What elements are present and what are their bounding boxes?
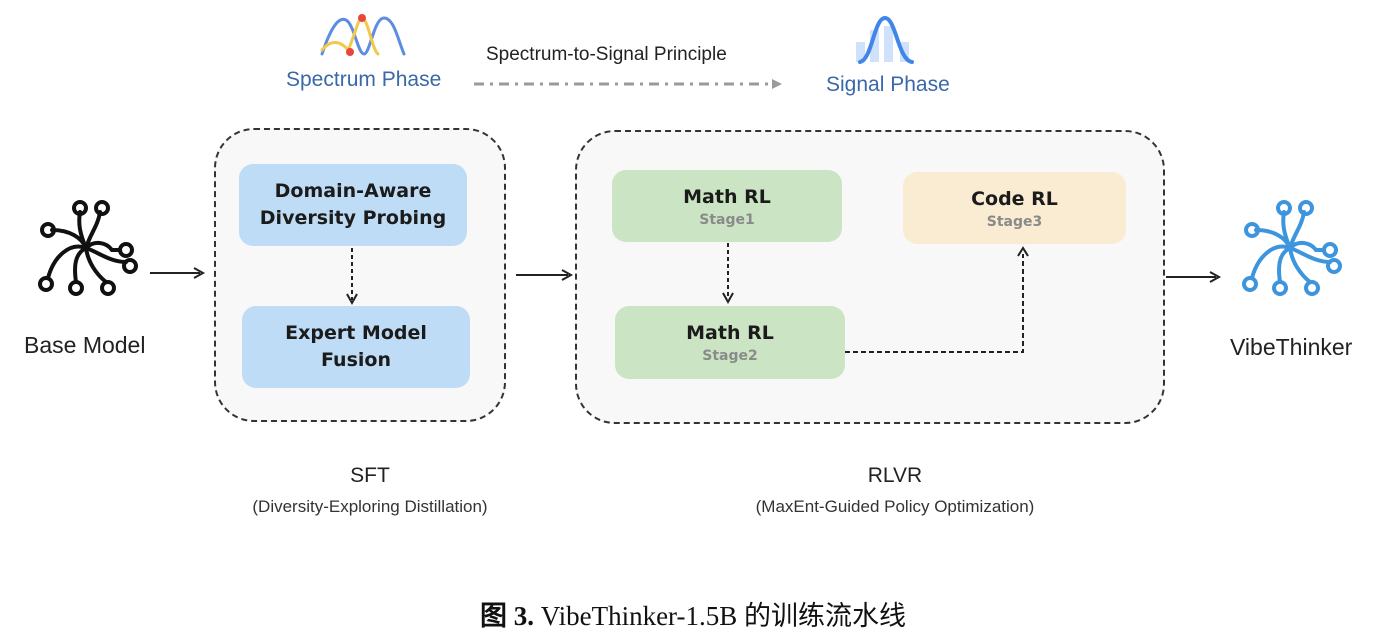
base-model-icon xyxy=(38,200,138,296)
node-title: Math RL xyxy=(683,185,771,208)
base-model-label: Base Model xyxy=(24,332,146,358)
node-title: Diversity Probing xyxy=(259,207,447,229)
node-title: Expert Model xyxy=(285,322,427,344)
dash-dot-arrow xyxy=(474,79,782,89)
arrow-probing-to-fusion xyxy=(346,248,358,306)
arrow-base-to-sft xyxy=(150,267,206,279)
node-title: Fusion xyxy=(321,349,391,371)
node-stage: Stage2 xyxy=(702,348,758,364)
node-title: Code RL xyxy=(971,187,1058,210)
node-stage: Stage1 xyxy=(699,211,755,228)
expert-model-fusion-node[interactable]: Expert Model Fusion xyxy=(242,306,470,388)
rlvr-subtitle: (MaxEnt-Guided Policy Optimization) xyxy=(755,497,1035,516)
sft-subtitle: (Diversity-Exploring Distillation) xyxy=(252,497,488,516)
caption-text: VibeThinker-1.5B 的训练流水线 xyxy=(533,601,907,631)
node-title: Domain-Aware xyxy=(274,180,432,202)
signal-phase-icon xyxy=(856,15,914,64)
math-rl-stage2-node[interactable]: Math RL Stage2 xyxy=(615,306,845,379)
spectrum-phase-label: Spectrum Phase xyxy=(286,68,442,91)
vibethinker-label: VibeThinker xyxy=(1230,334,1353,360)
signal-phase-label: Signal Phase xyxy=(826,73,950,96)
code-rl-stage3-node[interactable]: Code RL Stage3 xyxy=(903,172,1126,244)
arrow-stage1-to-stage2 xyxy=(722,243,734,305)
node-title: Math RL xyxy=(686,322,774,344)
arrow-sft-to-rlvr xyxy=(516,269,574,281)
principle-label: Spectrum-to-Signal Principle xyxy=(486,44,727,65)
vibethinker-icon xyxy=(1242,200,1342,296)
rlvr-title: RLVR xyxy=(867,464,923,487)
caption-prefix: 图 3. xyxy=(479,601,534,631)
diversity-probing-node[interactable]: Domain-Aware Diversity Probing xyxy=(239,164,467,246)
math-rl-stage1-node[interactable]: Math RL Stage1 xyxy=(612,170,842,242)
spectrum-phase-icon xyxy=(320,14,406,56)
arrow-rlvr-to-output xyxy=(1166,271,1222,283)
figure-caption: 图 3. VibeThinker-1.5B 的训练流水线 xyxy=(0,594,1386,633)
sft-title: SFT xyxy=(350,464,390,487)
node-stage: Stage3 xyxy=(986,213,1043,230)
arrow-stage2-to-stage3 xyxy=(845,246,1029,353)
